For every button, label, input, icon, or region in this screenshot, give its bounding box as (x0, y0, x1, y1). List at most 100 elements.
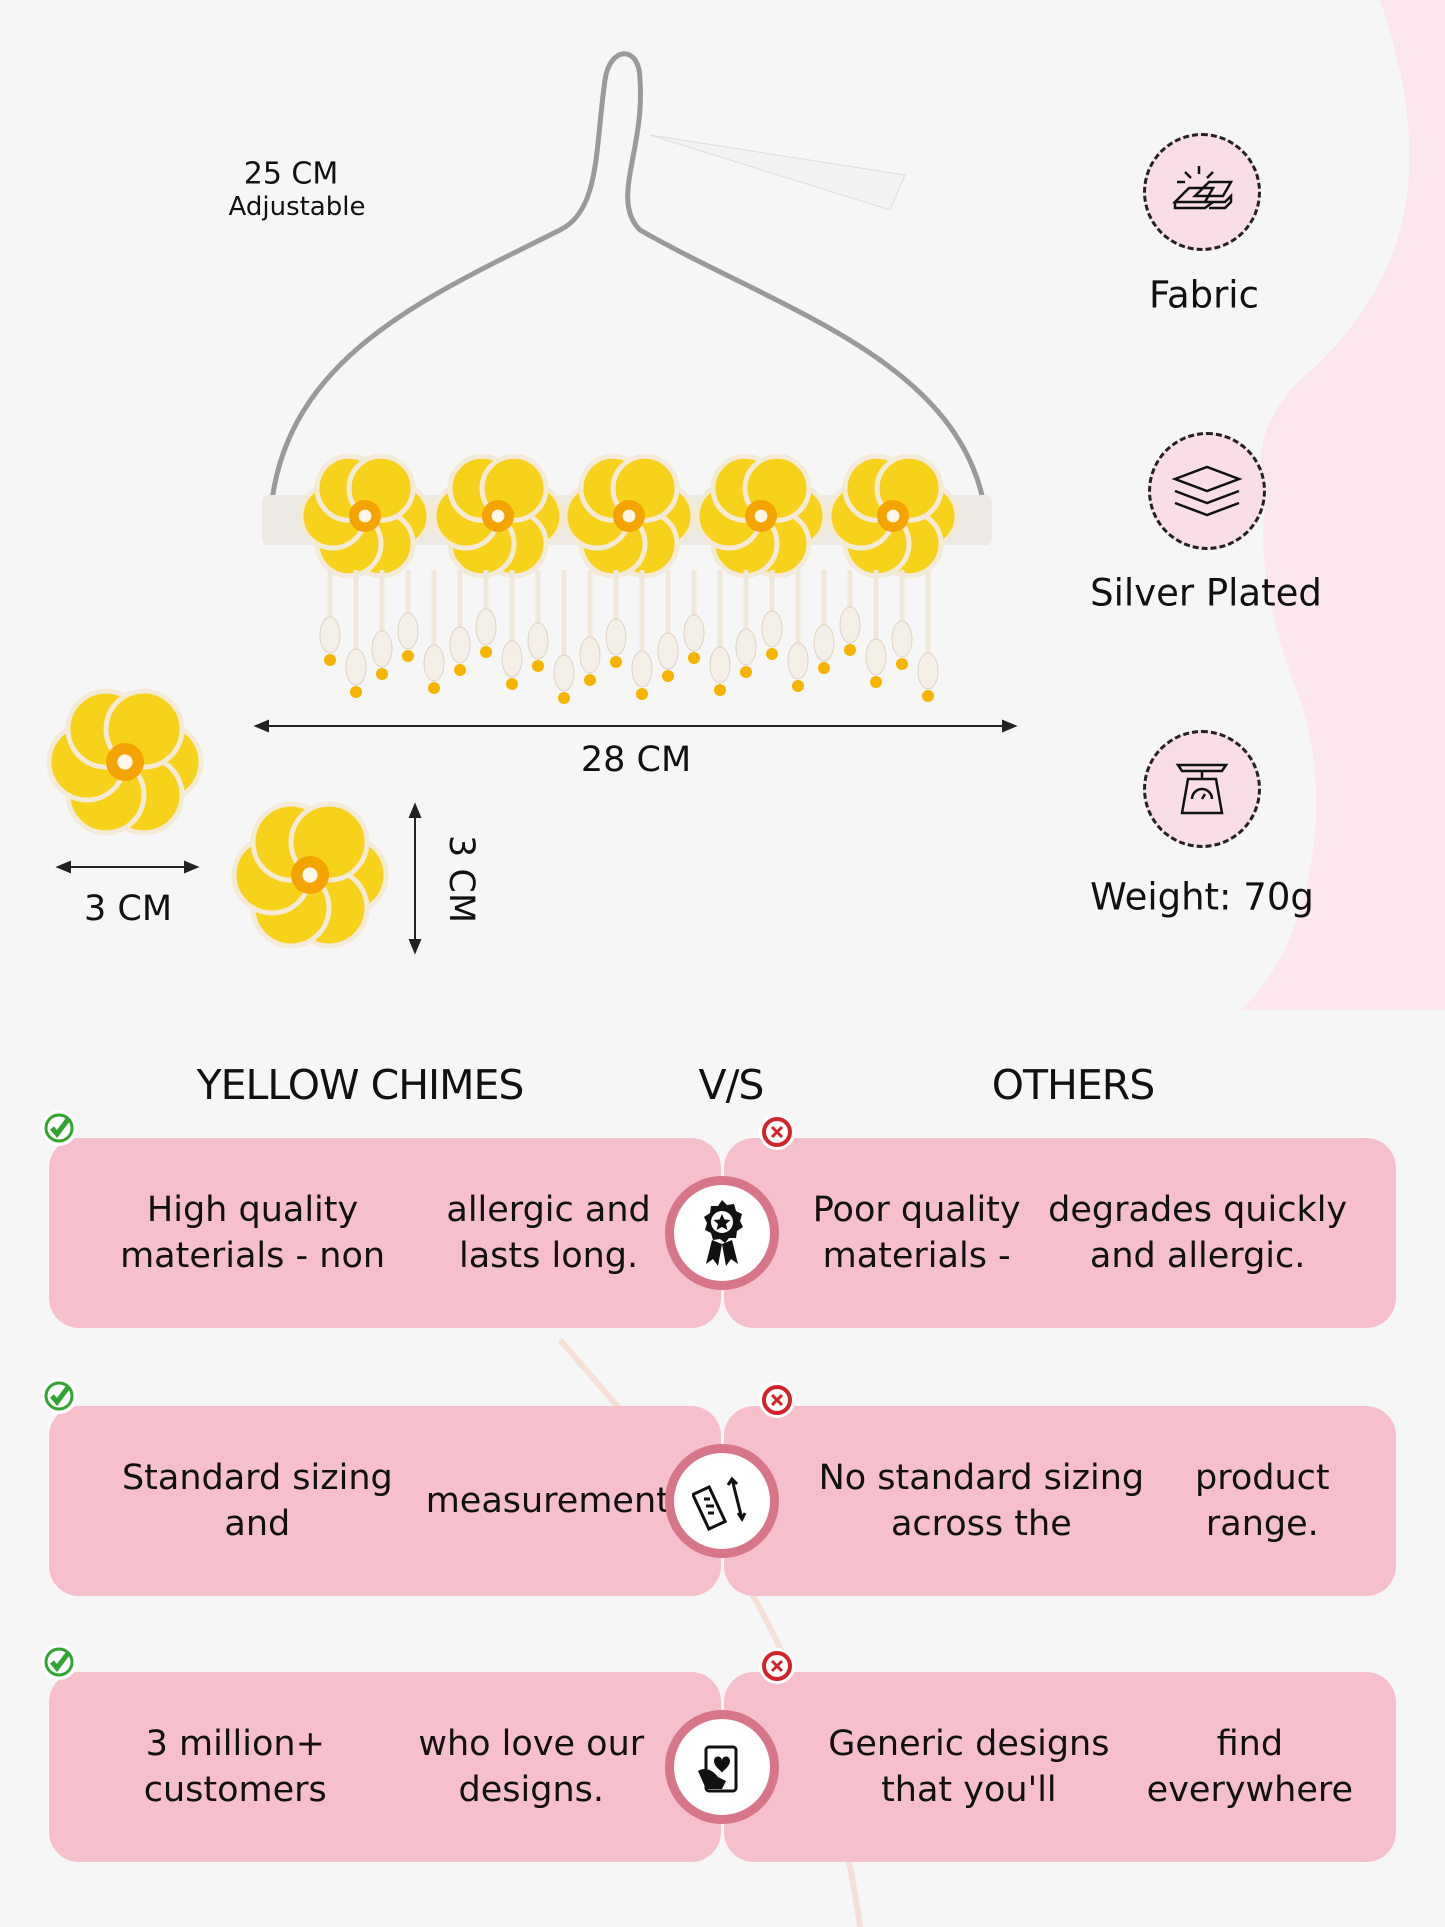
card-text-line: Standard sizing and (121, 1458, 393, 1544)
card-text-line: product range. (1195, 1458, 1330, 1544)
yellow-bead (792, 680, 804, 692)
pearl-drop (839, 606, 861, 644)
pearl-drop (787, 642, 809, 680)
pearl-drop (761, 610, 783, 648)
feature-label: Weight: 70g (1090, 875, 1314, 919)
card-text-line: High quality materials - non (120, 1190, 386, 1276)
check-icon (41, 1110, 77, 1146)
others-card: No standard sizing across the product ran… (724, 1406, 1396, 1596)
others-card: Poor quality materials - degrades quickly… (724, 1138, 1396, 1328)
yellow-bead (818, 662, 830, 674)
cross-icon (759, 1648, 795, 1684)
yellow-bead (454, 664, 466, 676)
brand-column-title: YELLOW CHIMES (196, 1061, 525, 1109)
weighing-scale-icon (1143, 730, 1261, 848)
pearl-drop (371, 630, 393, 668)
card-text-line: 3 million+ customers (143, 1724, 327, 1810)
pearl-drop (813, 624, 835, 662)
necklace-flowers (298, 453, 960, 579)
pearl-drop (579, 636, 601, 674)
pearl-drop (501, 640, 523, 678)
pearl-drop (449, 626, 471, 664)
others-card: Generic designs that you'll find everywhe… (724, 1672, 1396, 1862)
earring-width-label: 3 CM (83, 889, 173, 929)
flower (431, 453, 565, 579)
yellow-bead (714, 684, 726, 696)
yellow-bead (896, 658, 908, 670)
yellow-bead (428, 682, 440, 694)
yellow-bead (610, 656, 622, 668)
flower (231, 801, 389, 949)
cross-icon (759, 1382, 795, 1418)
yellow-bead (402, 650, 414, 662)
card-text-line: who love our designs. (418, 1724, 645, 1810)
check-icon (41, 1644, 77, 1680)
pearl-drop (397, 612, 419, 650)
card-text-line: Generic designs that you'll (828, 1724, 1110, 1810)
pearl-drop (735, 628, 757, 666)
yellow-bead (532, 660, 544, 672)
pearl-drop (475, 608, 497, 646)
pearl-drop (657, 632, 679, 670)
ruler-measure-icon (665, 1444, 779, 1558)
yellow-chimes-card: 3 million+ customers who love our designs… (49, 1672, 721, 1862)
necklace-cord (267, 51, 988, 521)
yellow-bead (844, 644, 856, 656)
yellow-bead (688, 652, 700, 664)
pearl-drop (917, 652, 939, 690)
pearl-drop (553, 654, 575, 692)
cord-length-label: 25 CM (243, 156, 339, 192)
yellow-bead (558, 692, 570, 704)
pearl-drop (891, 620, 913, 658)
flower (46, 688, 204, 836)
earring-height-label: 3 CM (441, 834, 481, 924)
product-image (46, 51, 1018, 955)
yellow-bead (740, 666, 752, 678)
yellow-bead (324, 654, 336, 666)
layers-icon (1148, 432, 1266, 550)
check-icon (41, 1378, 77, 1414)
flower (826, 453, 960, 579)
yellow-bead (506, 678, 518, 690)
earrings (46, 688, 389, 949)
customer-love-icon (665, 1710, 779, 1824)
flower (694, 453, 828, 579)
pearl-drop (423, 644, 445, 682)
flower (562, 453, 696, 579)
pearl-drop (527, 622, 549, 660)
yellow-bead (584, 674, 596, 686)
pearl-drop (319, 616, 341, 654)
feature-label: Silver Plated (1090, 571, 1322, 615)
necklace-drops (319, 570, 939, 704)
pearl-drop (605, 618, 627, 656)
necklace-width-label: 28 CM (580, 740, 692, 780)
dimension-arrows (55, 719, 1018, 955)
yellow-bead (662, 670, 674, 682)
pearl-drop (683, 614, 705, 652)
cord-adjustable-label: Adjustable (228, 192, 366, 222)
feature-label: Fabric (1149, 273, 1259, 317)
gold-bars-icon (1143, 133, 1261, 251)
tassel (649, 134, 906, 211)
card-text-line: find everywhere (1146, 1724, 1354, 1810)
card-text-line: No standard sizing across the (818, 1458, 1145, 1544)
versus-label: V/S (698, 1061, 765, 1109)
yellow-bead (376, 668, 388, 680)
yellow-bead (766, 648, 778, 660)
card-text-line: measurement. (425, 1481, 681, 1521)
flower (298, 453, 432, 579)
pearl-drop (345, 648, 367, 686)
yellow-bead (350, 686, 362, 698)
pearl-drop (631, 650, 653, 688)
card-text-line: degrades quickly and allergic. (1048, 1190, 1348, 1276)
yellow-chimes-card: Standard sizing and measurement. (49, 1406, 721, 1596)
card-text-line: Poor quality materials - (812, 1190, 1021, 1276)
yellow-bead (636, 688, 648, 700)
quality-badge-icon (665, 1176, 779, 1290)
pearl-drop (709, 646, 731, 684)
pearl-drop (865, 638, 887, 676)
yellow-bead (480, 646, 492, 658)
others-column-title: OTHERS (991, 1061, 1156, 1109)
cross-icon (759, 1114, 795, 1150)
